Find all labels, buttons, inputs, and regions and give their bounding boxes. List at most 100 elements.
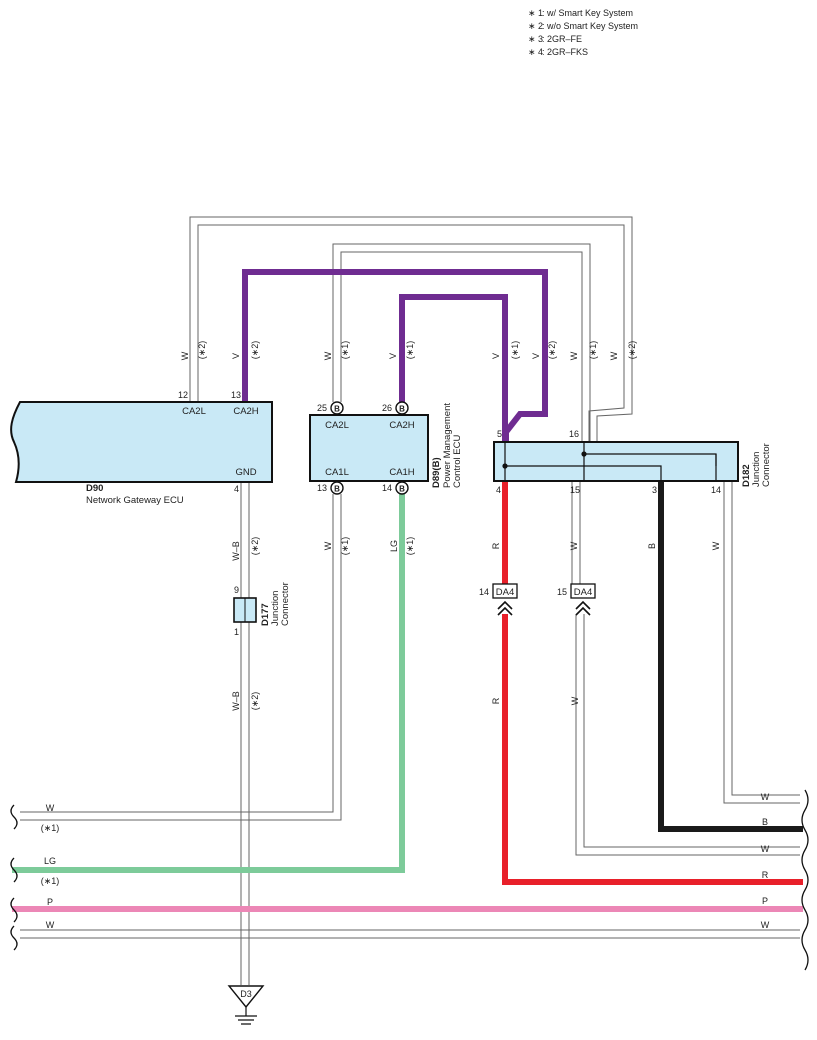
- d182-splice-1: [502, 463, 508, 469]
- d90-label-gnd: GND: [235, 467, 256, 478]
- ground-code: D3: [240, 989, 252, 999]
- da4-left-pin: 14: [479, 587, 489, 597]
- d182-name-1: Junction: [751, 452, 762, 487]
- wl-top-3-note: (∗1): [405, 341, 415, 360]
- legend-mark-1: ∗ 1: [528, 8, 543, 18]
- wl-top-5-note: (∗2): [547, 341, 557, 360]
- d89-badge-text-26: B: [399, 405, 405, 414]
- da4-right: DA4 15: [557, 583, 596, 616]
- legend-text-3: : 2GR–FE: [542, 34, 582, 44]
- wl-top-0-note: (∗2): [197, 341, 207, 360]
- d90-body: [10, 401, 273, 483]
- wl-low-0-color: W–B: [231, 691, 241, 711]
- da4-left-code: DA4: [496, 587, 514, 598]
- d89-name-1: Power Management: [442, 403, 453, 488]
- d182-body: [493, 441, 739, 482]
- d89-badge-text-13: B: [334, 485, 340, 494]
- wl-top-4-note: (∗1): [510, 341, 520, 360]
- bus-right-p: P: [762, 896, 768, 906]
- break-right: [801, 789, 809, 971]
- d182-pin-15: 15: [570, 485, 580, 495]
- da4-left: DA4 14: [479, 583, 518, 616]
- bus-right-w3: W: [761, 920, 770, 930]
- d89-label-ca1l: CA1L: [325, 467, 349, 478]
- d177-name-2: Connector: [280, 582, 291, 626]
- wl-low-1-color: R: [491, 697, 501, 704]
- d177-pin-9: 9: [234, 585, 239, 595]
- wl-top-1-color: V: [231, 353, 241, 359]
- d89-label-ca1h: CA1H: [389, 467, 414, 478]
- legend-text-2: : w/o Smart Key System: [542, 21, 638, 31]
- wl-mid-6-color: W: [711, 541, 721, 550]
- d89-pin-badge-26: [395, 401, 409, 415]
- legend-mark-2: ∗ 2: [528, 21, 543, 31]
- d182-pin-16: 16: [569, 429, 579, 439]
- legend-mark-4: ∗ 4: [528, 47, 543, 57]
- da4-right-chevron-icon: [575, 600, 591, 616]
- break-left-1: [10, 804, 18, 830]
- wl-low-2-color: W: [570, 696, 580, 705]
- wire-w-14-b: [731, 482, 800, 796]
- da4-right-box: [570, 583, 596, 599]
- d90-pin-4: 4: [234, 484, 239, 494]
- legend: ∗ 1 : w/ Smart Key System ∗ 2 : w/o Smar…: [528, 8, 638, 57]
- wl-mid-2-note: (∗1): [405, 537, 415, 556]
- wl-top-3-color: V: [388, 353, 398, 359]
- wire-w-inner-a: [332, 243, 591, 445]
- d177-name-1: Junction: [270, 591, 281, 626]
- bus-right-b: B: [762, 817, 768, 827]
- bus-left-w2: W: [46, 920, 55, 930]
- d182-pin-4: 4: [496, 485, 501, 495]
- d90-name: Network Gateway ECU: [86, 495, 184, 506]
- bus-left-w1-note: (∗1): [41, 823, 60, 833]
- wl-mid-5-color: B: [647, 543, 657, 549]
- wire-w-ca1l-a: [20, 494, 334, 813]
- bus-labels-left: W (∗1) LG (∗1) P W: [41, 803, 60, 930]
- d89-code: D89(B): [431, 457, 442, 488]
- d89-pin-25: 25: [317, 403, 327, 413]
- wire-w-outer-b: [197, 224, 625, 445]
- legend-text-1: : w/ Smart Key System: [542, 8, 633, 18]
- wl-top-1-note: (∗2): [250, 341, 260, 360]
- wl-top-7-note: (∗2): [627, 341, 637, 360]
- d177-code: D177: [260, 603, 271, 626]
- bus-right-w2: W: [761, 844, 770, 854]
- wire-r-low: [502, 614, 803, 885]
- d90-pin-12: 12: [178, 390, 188, 400]
- d89-pin-badge-14: [395, 481, 409, 495]
- wl-mid-4-color: W: [569, 541, 579, 550]
- d89-badge-text-25: B: [334, 405, 340, 414]
- d182-component: 5 16 4 15 3 14 D182 Junction Connector: [493, 429, 772, 495]
- d90-code: D90: [86, 483, 103, 494]
- wl-mid-1-note: (∗1): [340, 537, 350, 556]
- da4-left-chevron-icon: [497, 600, 513, 616]
- wl-low-0-note: (∗2): [250, 692, 260, 711]
- d89-badge-text-14: B: [399, 485, 405, 494]
- wire-w-14-a: [723, 482, 800, 804]
- bus-left-lg-note: (∗1): [41, 876, 60, 886]
- wl-top-6-color: W: [569, 351, 579, 360]
- wire-v-d89: [399, 294, 508, 445]
- break-left-4: [10, 925, 18, 951]
- bus-labels-right: W B W R P W: [761, 792, 770, 930]
- d90-label-ca2l: CA2L: [182, 406, 206, 417]
- d89-body: [309, 414, 429, 482]
- d89-pin-26: 26: [382, 403, 392, 413]
- ground-icon: [235, 1007, 257, 1025]
- wire-labels-mid: W–B (∗2) W (∗1) LG (∗1) R W B W: [231, 537, 721, 561]
- ground-d3: D3: [227, 985, 265, 1025]
- wire-w-inner-b: [340, 251, 583, 445]
- bus-breaks: [10, 789, 809, 971]
- d90-component: 12 13 CA2L CA2H GND 4 D90 Network Gatewa…: [10, 390, 273, 506]
- wl-top-6-note: (∗1): [588, 341, 598, 360]
- da4-left-box: [492, 583, 518, 599]
- da4-right-pin: 15: [557, 587, 567, 597]
- d89-label-ca2h: CA2H: [389, 420, 414, 431]
- d89-pin-badge-13: [330, 481, 344, 495]
- d89-component: B B B B 25 26 13 14 CA2L CA2H CA1L CA1H …: [309, 401, 463, 495]
- d177-component: 9 1 D177 Junction Connector: [233, 582, 291, 637]
- wire-w-ca1l-b: [20, 494, 342, 821]
- wl-mid-2-color: LG: [389, 540, 399, 552]
- d89-name-2: Control ECU: [452, 435, 463, 488]
- da4-right-code: DA4: [574, 587, 592, 598]
